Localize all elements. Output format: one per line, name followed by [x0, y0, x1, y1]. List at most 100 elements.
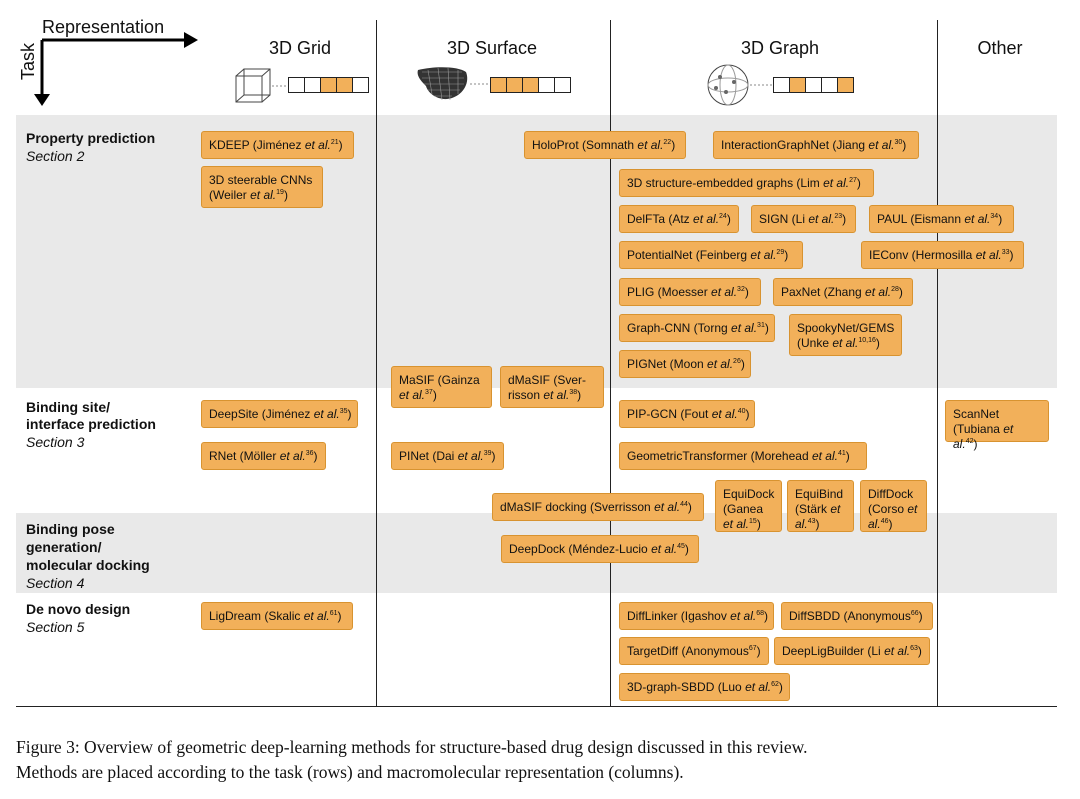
method-close: ) [917, 644, 922, 658]
method-ref: 35 [339, 408, 348, 415]
method-name: DiffSBDD (Anonymous [789, 609, 911, 623]
method-etal: et al. [693, 212, 720, 226]
method-pignet: PIGNet (Moon et al.26) [619, 350, 751, 378]
method-etal: et al. [279, 449, 306, 463]
axis-task-label: Task [18, 42, 38, 80]
method-etal: et al. [811, 449, 838, 463]
method-ref: 30 [894, 139, 903, 146]
method-deepsite: DeepSite (Jiménez et al.35) [201, 400, 358, 428]
method-ref: 28 [891, 286, 899, 293]
method-paul: PAUL (Eismann et al.34) [869, 205, 1014, 233]
surface-vector-strip [490, 77, 571, 93]
col-divider-1 [376, 20, 377, 706]
method-ref: 24 [719, 213, 727, 220]
method-kdeep: KDEEP (Jiménez et al.21) [201, 131, 354, 159]
method-close: ) [283, 188, 288, 202]
row-title-binding-site-1: Binding site/ [26, 399, 110, 415]
method-name: 3D structure-embedded graphs (Lim [627, 176, 824, 190]
method-name: EquiBind (Stärk [795, 487, 844, 516]
surface-mesh-icon [417, 67, 488, 101]
method-ref: 29 [776, 249, 785, 256]
method-ref: 40 [737, 408, 746, 415]
method-etal: et al. [543, 388, 570, 402]
method-name: PotentialNet (Feinberg [627, 248, 751, 262]
method-name: LigDream (Skalic [209, 609, 304, 623]
method-name: DiffLinker (Igashov [627, 609, 731, 623]
method-etal: et al. [865, 285, 892, 299]
row-title-property: Property prediction [26, 130, 156, 146]
method-close: ) [778, 680, 783, 694]
method-etal: et al. [399, 388, 426, 402]
method-name: MaSIF (Gainza [399, 373, 480, 387]
col-header-graph: 3D Graph [740, 38, 820, 58]
row-section-property: Section 2 [26, 148, 85, 164]
method-ref: 27 [849, 177, 857, 184]
row-section-binding-site: Section 3 [26, 434, 85, 450]
col-header-other: Other [977, 38, 1023, 58]
figure-caption: Figure 3: Overview of geometric deep-lea… [16, 735, 1066, 785]
method-etal: et al. [730, 609, 757, 623]
method-ref: 42 [965, 438, 974, 445]
method-close: ) [726, 212, 731, 226]
method-paxnet: PaxNet (Zhang et al.28) [773, 278, 913, 306]
method-name: PaxNet (Zhang [781, 285, 866, 299]
method-close: ) [313, 449, 318, 463]
method-ref: 39 [483, 450, 492, 457]
method-close: ) [842, 212, 847, 226]
method-close: ) [1009, 248, 1014, 262]
method-ref: 62 [771, 681, 779, 688]
method-name: dMaSIF docking (Sverrisson [500, 500, 655, 514]
method-name: DelFTa (Atz [627, 212, 694, 226]
method-etal: et al. [711, 285, 738, 299]
method-close: ) [577, 388, 582, 402]
method-etal: et al. [731, 321, 758, 335]
method-close: ) [763, 609, 768, 623]
method-ref: 26 [733, 358, 741, 365]
method-close: ) [845, 449, 850, 463]
method-pipgcn: PIP-GCN (Fout et al.40) [619, 400, 755, 428]
method-name: DeepLigBuilder (Li [782, 644, 885, 658]
method-ieconv: IEConv (Hermosilla et al.33) [861, 241, 1024, 269]
method-name: dMaSIF (Sver-risson [508, 373, 587, 402]
method-etal: et al. [654, 500, 681, 514]
method-name: SpookyNet/GEMS (Unke [797, 321, 895, 350]
method-etal: et al. [303, 609, 330, 623]
method-graphsbdd: 3D-graph-SBDD (Luo et al.62) [619, 673, 790, 701]
method-etal: et al. [250, 188, 277, 202]
method-masif: MaSIF (Gainza et al.37) [391, 366, 492, 408]
method-name: Graph-CNN (Torng [627, 321, 732, 335]
method-potentialnet: PotentialNet (Feinberg et al.29) [619, 241, 803, 269]
method-name: PINet (Dai [399, 449, 458, 463]
method-close: ) [973, 437, 978, 451]
method-ref: 45 [677, 543, 685, 550]
method-ref: 21 [330, 139, 339, 146]
method-ref: 36 [305, 450, 314, 457]
axis-arrows [34, 32, 198, 106]
method-close: ) [998, 212, 1003, 226]
method-name: EquiDock (Ganea [723, 487, 775, 516]
method-close: ) [764, 321, 769, 335]
method-close: ) [756, 644, 761, 658]
method-close: ) [888, 517, 893, 531]
method-ref: 22 [663, 139, 672, 146]
method-etal: et al. [745, 680, 772, 694]
method-etal: et al. [832, 336, 859, 350]
method-close: ) [898, 285, 903, 299]
method-sign: SIGN (Li et al.23) [751, 205, 856, 233]
col-divider-2 [610, 20, 611, 706]
method-name: 3D-graph-SBDD (Luo [627, 680, 746, 694]
method-name: IEConv (Hermosilla [869, 248, 976, 262]
method-geomtransformer: GeometricTransformer (Morehead et al.41) [619, 442, 867, 470]
method-ref: 34 [990, 213, 999, 220]
method-name: PLIG (Moesser [627, 285, 712, 299]
method-close: ) [744, 285, 749, 299]
method-ref: 15 [749, 518, 757, 525]
method-ref: 19 [276, 189, 284, 196]
method-dmasif: dMaSIF (Sver-risson et al.38) [500, 366, 604, 408]
method-name: PIP-GCN (Fout [627, 407, 712, 421]
method-name: GeometricTransformer (Morehead [627, 449, 812, 463]
method-etal: et al. [868, 502, 918, 531]
method-close: ) [338, 138, 343, 152]
method-ref: 66 [910, 610, 919, 617]
row-title-binding-site-2: interface prediction [26, 416, 156, 432]
